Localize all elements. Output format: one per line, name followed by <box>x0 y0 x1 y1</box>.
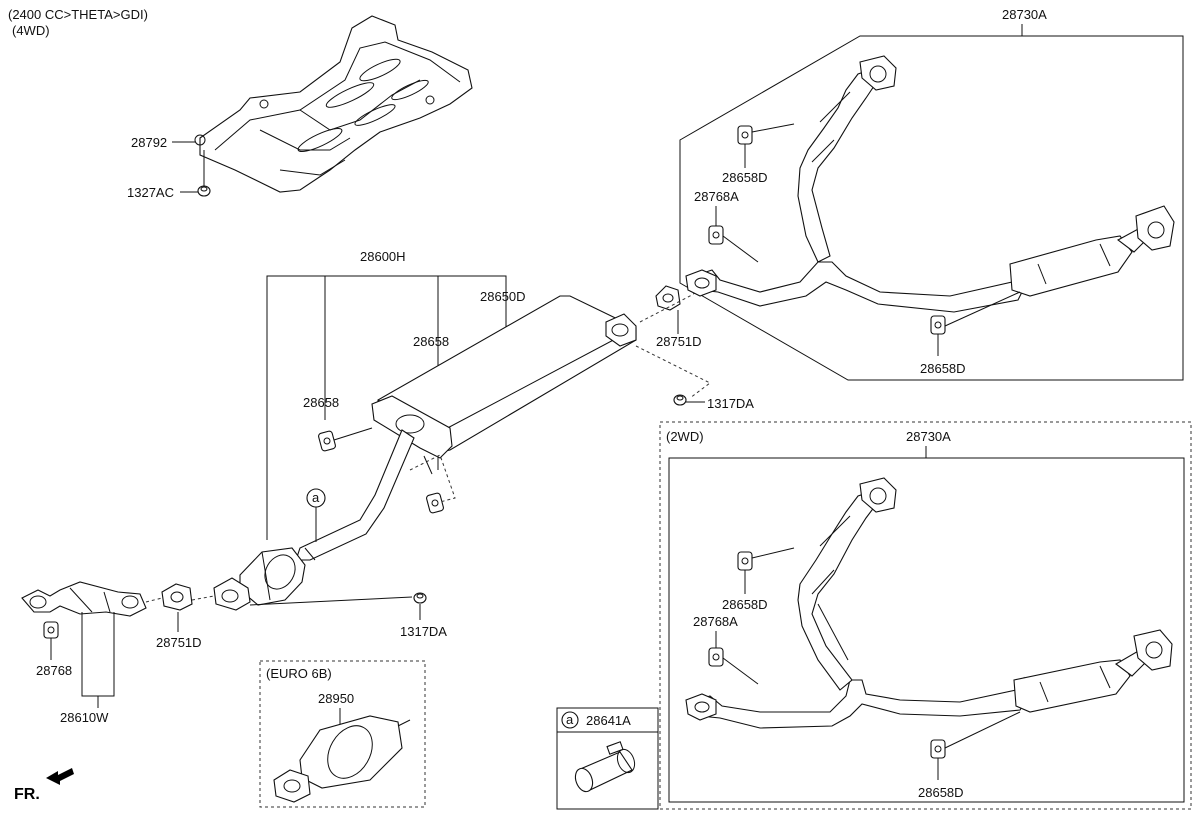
front-hanger-part[interactable] <box>43 621 59 639</box>
front-pipe-part[interactable] <box>21 581 147 617</box>
hanger-left-part[interactable] <box>318 430 336 452</box>
heat-shield-nut[interactable] <box>197 185 211 197</box>
clamp-box <box>556 707 659 810</box>
euro6b-title: (EURO 6B) <box>266 666 332 681</box>
heat-shield-part[interactable] <box>194 15 473 193</box>
rear-hanger-a-2wd-part[interactable] <box>737 551 753 571</box>
center-muffler-part[interactable] <box>371 295 637 459</box>
clamp-part[interactable] <box>572 741 637 794</box>
rear-pipe-4wd-part[interactable] <box>685 55 1175 313</box>
box-2wd-title: (2WD) <box>666 429 704 444</box>
rear-hanger-b-2wd-part[interactable] <box>930 739 946 759</box>
label-28658d-2wd-a: 28658D <box>722 597 768 612</box>
label-28658d-4wd-a: 28658D <box>722 170 768 185</box>
bolt-front-part[interactable] <box>413 592 427 604</box>
rear-assy-2wd-frame <box>668 457 1185 803</box>
label-28768: 28768 <box>36 663 72 678</box>
gasket-top-part[interactable] <box>655 285 681 311</box>
rear-assy-4wd-frame <box>679 35 1184 381</box>
label-28610w: 28610W <box>60 710 109 725</box>
clamp-ref-circle: a <box>561 711 579 729</box>
rear-pipe-2wd-part[interactable] <box>685 477 1173 729</box>
label-28730a-2wd: 28730A <box>906 429 951 444</box>
box-2wd <box>659 421 1192 810</box>
rear-hanger-b-4wd-part[interactable] <box>930 315 946 335</box>
rear-bracket-2wd-part[interactable] <box>708 647 724 667</box>
label-1317da-front: 1317DA <box>400 624 447 639</box>
rear-bracket-4wd-part[interactable] <box>708 225 724 245</box>
clamp-ref-text: a <box>566 712 574 727</box>
label-28658d-4wd-b: 28658D <box>920 361 966 376</box>
label-28658d-2wd-b: 28658D <box>918 785 964 800</box>
label-28730a-4wd: 28730A <box>1002 7 1047 22</box>
front-marker-label: FR. <box>14 786 40 803</box>
label-28768a-2wd: 28768A <box>693 614 738 629</box>
label-28768a-4wd: 28768A <box>694 189 739 204</box>
label-28658-right: 28658 <box>413 334 449 349</box>
label-28751d-top: 28751D <box>656 334 702 349</box>
label-28751d-front: 28751D <box>156 635 202 650</box>
bolt-top-part[interactable] <box>673 394 687 406</box>
label-28641a: 28641A <box>586 713 631 728</box>
front-arrow-icon <box>46 768 74 785</box>
hanger-right-part[interactable] <box>426 492 444 514</box>
catalytic-converter-part[interactable] <box>213 547 306 611</box>
label-1317da-top: 1317DA <box>707 396 754 411</box>
euro6b-box <box>259 660 426 808</box>
label-28950: 28950 <box>318 691 354 706</box>
engine-spec-label: (2400 CC>THETA>GDI) <box>8 7 148 22</box>
drive-type-label: (4WD) <box>12 23 50 38</box>
euro6b-converter-part[interactable] <box>273 715 411 803</box>
ref-circle-a-text: a <box>312 490 320 505</box>
ref-circle-a: a <box>306 488 326 508</box>
label-28658-left: 28658 <box>303 395 339 410</box>
label-28600h: 28600H <box>360 249 406 264</box>
label-1327ac: 1327AC <box>127 185 174 200</box>
rear-hanger-a-4wd-part[interactable] <box>737 125 753 145</box>
gasket-front-part[interactable] <box>161 583 193 611</box>
label-28792: 28792 <box>131 135 167 150</box>
label-28650d: 28650D <box>480 289 526 304</box>
